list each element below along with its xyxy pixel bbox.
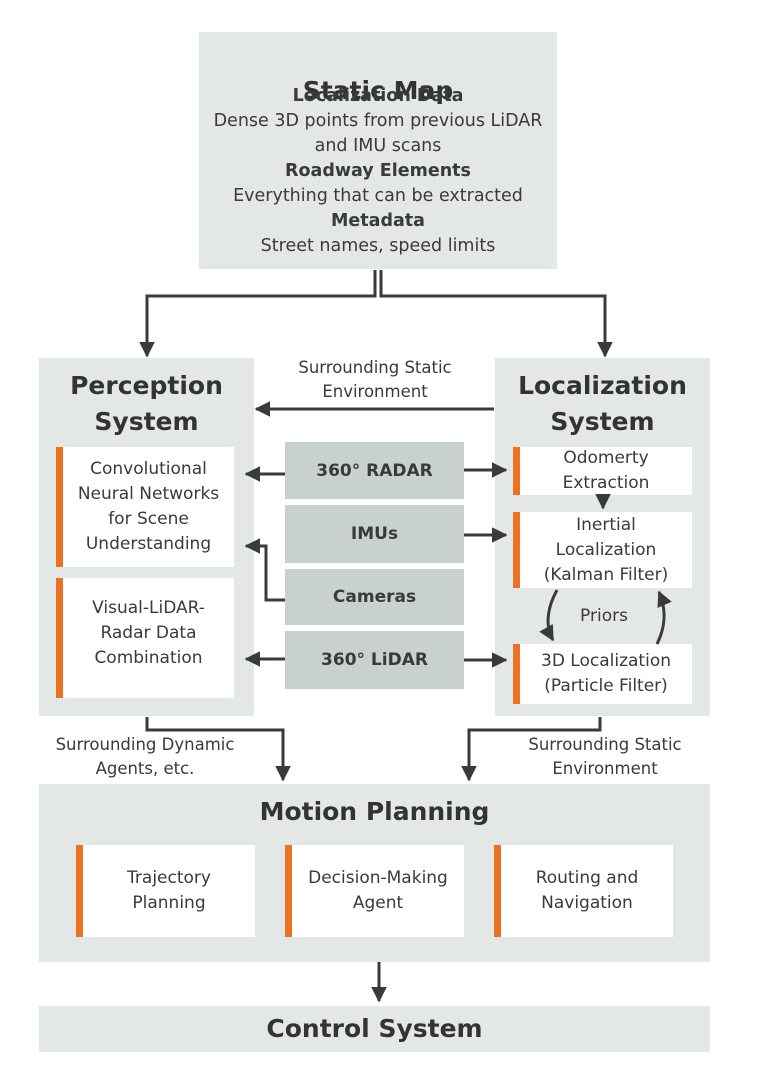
- metadata-text: Street names, speed limits: [260, 236, 496, 256]
- arrow-inertial-to-particle: [539, 589, 559, 642]
- routing-navigation-accent: [494, 845, 501, 937]
- decision-making-accent: [285, 845, 292, 937]
- perception-system-title: Perception System: [70, 371, 223, 436]
- arrow-map-to-localization: [379, 270, 613, 358]
- motion-planning-title: Motion Planning: [259, 797, 490, 826]
- static-map-box: Static Map: [199, 32, 557, 269]
- odometry-card-accent: [513, 447, 520, 495]
- routing-navigation-label: Routing and Navigation: [535, 868, 639, 913]
- fusion-card-accent: [56, 578, 63, 698]
- static-map-title: Static Map: [302, 76, 454, 105]
- arrow-map-to-perception: [139, 270, 377, 358]
- particle-card-label: 3D Localization (Particle Filter): [541, 651, 671, 696]
- arrow-cameras-to-perception: [244, 538, 285, 602]
- particle-card-accent: [513, 644, 520, 704]
- arrow-perception-to-motion: [145, 717, 291, 782]
- localization-data-text: Dense 3D points from previous LiDAR and …: [213, 111, 543, 156]
- roadway-elements-text: Everything that can be extracted: [233, 186, 523, 206]
- sensor-lidar: 360° LiDAR: [285, 631, 464, 689]
- sensor-cameras: Cameras: [285, 569, 464, 625]
- fusion-card-label: Visual-LiDAR- Radar Data Combination: [92, 598, 205, 668]
- control-system-box: [39, 1006, 710, 1052]
- inertial-card-accent: [513, 512, 520, 588]
- sensor-radar: 360° RADAR: [285, 442, 464, 499]
- dynamic-agents-label: Surrounding Dynamic Agents, etc.: [55, 735, 235, 778]
- static-map-content: Localization Data Dense 3D points from p…: [199, 84, 557, 259]
- routing-navigation-card: Routing and Navigation: [494, 845, 673, 937]
- metadata-heading: Metadata: [331, 211, 425, 231]
- arrow-localization-to-motion: [461, 717, 602, 782]
- localization-system-title: Localization System: [518, 371, 687, 436]
- trajectory-planning-accent: [76, 845, 83, 937]
- particle-card: 3D Localization (Particle Filter): [513, 644, 692, 704]
- trajectory-planning-label: Trajectory Planning: [127, 868, 211, 913]
- fusion-card: Visual-LiDAR- Radar Data Combination: [56, 578, 234, 698]
- odometry-card: Odomerty Extraction: [513, 447, 692, 495]
- static-environment-label-top: Surrounding Static Environment: [298, 358, 452, 401]
- localization-data-heading: Localization Data: [292, 86, 464, 106]
- sensor-imus: IMUs: [285, 505, 464, 563]
- cnn-card-accent: [56, 447, 63, 567]
- cnn-card-label: Convolutional Neural Networks for Scene …: [77, 459, 220, 554]
- inertial-card: Inertial Localization (Kalman Filter): [513, 512, 692, 588]
- decision-making-label: Decision-Making Agent: [308, 868, 448, 913]
- arrow-particle-to-inertial: [655, 590, 672, 645]
- odometry-card-label: Odomerty Extraction: [562, 448, 650, 493]
- control-system-title: Control System: [266, 1014, 483, 1043]
- inertial-card-label: Inertial Localization (Kalman Filter): [543, 514, 669, 585]
- trajectory-planning-card: Trajectory Planning: [76, 845, 255, 937]
- static-environment-label-bottom: Surrounding Static Environment: [528, 735, 682, 778]
- decision-making-card: Decision-Making Agent: [285, 845, 464, 937]
- priors-label: Priors: [580, 606, 628, 626]
- roadway-elements-heading: Roadway Elements: [285, 161, 471, 181]
- cnn-card: Convolutional Neural Networks for Scene …: [56, 447, 234, 567]
